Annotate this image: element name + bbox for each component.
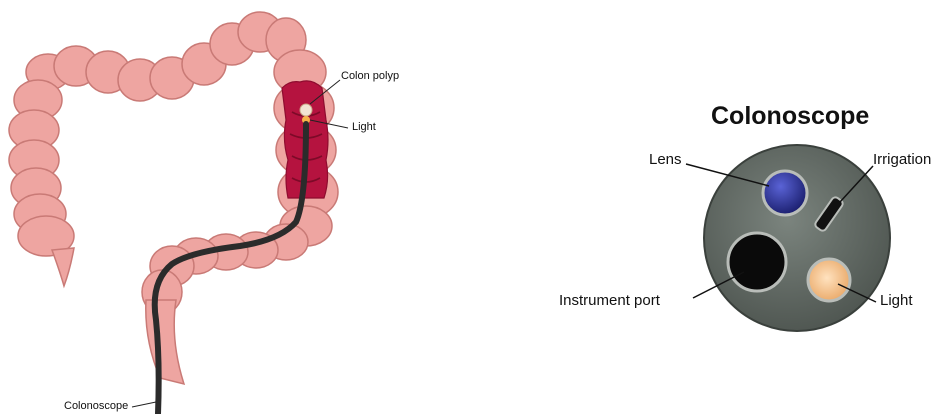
colon-polyp-label: Colon polyp <box>341 70 399 82</box>
colonoscope-head <box>686 145 890 331</box>
diagram-title: Colonoscope <box>711 102 869 131</box>
scope-leader-line <box>132 402 156 407</box>
colon-illustration <box>9 12 348 414</box>
lens-label: Lens <box>649 151 682 168</box>
light-label-right: Light <box>880 292 913 309</box>
light-circle <box>808 259 850 301</box>
irrigation-label: Irrigation <box>873 151 931 168</box>
polyp-dot <box>300 104 312 116</box>
light-label-left: Light <box>352 121 376 133</box>
colonoscope-label: Colonoscope <box>64 400 128 412</box>
transverse-colon <box>26 12 306 101</box>
ascending-colon <box>9 80 74 286</box>
instrument-port-label: Instrument port <box>559 292 660 309</box>
instrument-port-circle <box>728 233 786 291</box>
lens-circle <box>763 171 807 215</box>
